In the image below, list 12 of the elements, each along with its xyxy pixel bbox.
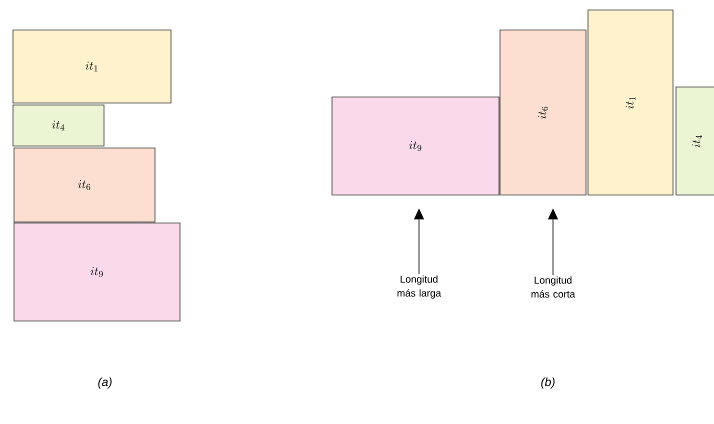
item-box: $it_9$ <box>332 96 500 196</box>
item-box: $it_9$ <box>14 222 180 322</box>
item-box: $it_6$ <box>500 30 586 196</box>
item-box: $it_6$ <box>14 148 156 222</box>
panel-caption: (a) <box>98 377 112 389</box>
item-box: $it_4$ <box>12 104 104 146</box>
panel-caption: (b) <box>541 377 555 389</box>
annotation-text: Longitud más corta <box>532 276 576 298</box>
annotation-text: Longitud más larga <box>398 275 442 299</box>
item-box: $it_1$ <box>12 30 172 104</box>
item-box: $it_4$ <box>676 86 714 196</box>
item-box: $it_1$ <box>588 10 674 196</box>
